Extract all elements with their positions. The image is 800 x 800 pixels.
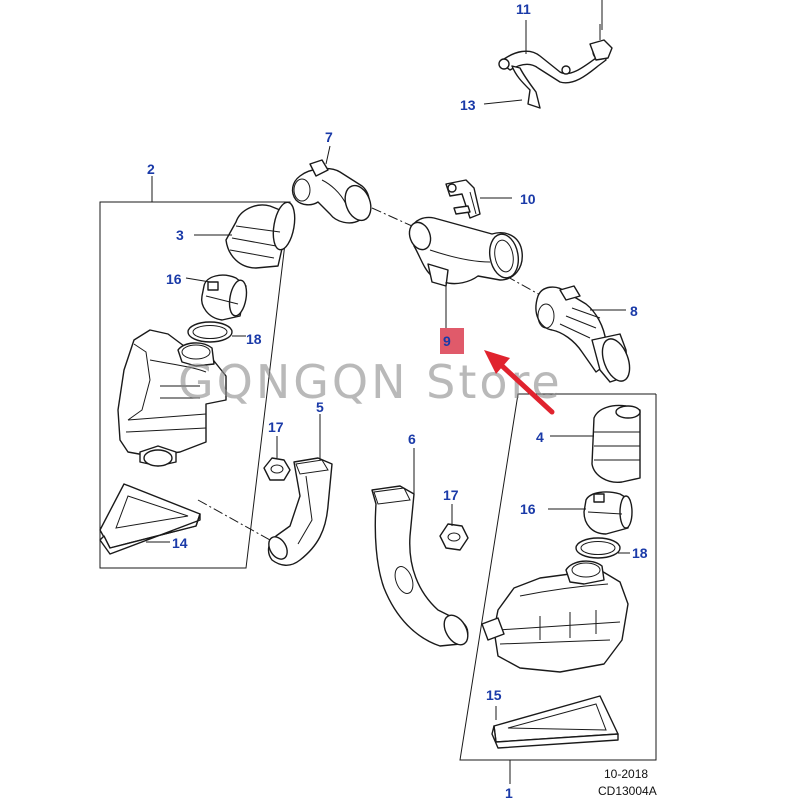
group-frame-2 <box>99 176 291 569</box>
footer-date: 10-2018 <box>604 767 648 781</box>
callout-7: 7 <box>325 129 333 145</box>
part-18-right-seal <box>575 537 621 559</box>
part-9-y-intake-pipe <box>408 216 523 287</box>
part-11-coolant-pipe <box>498 24 613 109</box>
part-16-right-sensor-housing <box>583 491 633 535</box>
callout-4: 4 <box>536 429 544 445</box>
callout-15: 15 <box>486 687 502 703</box>
callout-16-left: 16 <box>166 271 182 287</box>
leader-16-left <box>185 277 211 283</box>
callout-6: 6 <box>408 431 416 447</box>
part-14-left-filter-element <box>99 483 201 555</box>
callout-11: 11 <box>516 1 531 17</box>
centerline-7-9 <box>371 207 413 227</box>
footer-code: CD13004A <box>598 784 657 798</box>
callout-5: 5 <box>316 399 324 415</box>
callout-14: 14 <box>172 535 188 551</box>
callout-8: 8 <box>630 303 638 319</box>
callout-10: 10 <box>520 191 536 207</box>
centerline-9-8 <box>505 275 543 297</box>
part-10-bracket <box>445 179 481 219</box>
part-7-intake-elbow <box>291 159 372 224</box>
part-18-left-seal <box>187 321 233 343</box>
part-6-right-intake-duct <box>371 485 469 647</box>
part-17-right-clamp <box>439 523 469 551</box>
highlight-box-9 <box>440 328 464 354</box>
callout-18-left: 18 <box>246 331 262 347</box>
callout-13: 13 <box>460 97 476 113</box>
part-8-right-intake-elbow <box>535 285 631 383</box>
leader-7 <box>325 145 331 165</box>
callout-17-right: 17 <box>443 487 459 503</box>
part-17-left-clamp <box>263 457 291 481</box>
part-15-right-filter-element <box>491 695 619 749</box>
callout-3: 3 <box>176 227 184 243</box>
callout-17-left: 17 <box>268 419 284 435</box>
red-arrow-pointer <box>484 350 555 415</box>
part-16-left-sensor-housing <box>201 274 248 321</box>
centerline-14 <box>197 499 271 541</box>
callout-16-right: 16 <box>520 501 536 517</box>
part-2-left-air-cleaner <box>117 329 227 467</box>
group-frame-1 <box>459 393 657 761</box>
callout-18-right: 18 <box>632 545 648 561</box>
callout-2: 2 <box>147 161 155 177</box>
callout-9: 9 <box>443 333 451 349</box>
part-3-mass-air-flow-tube <box>225 201 296 269</box>
part-4-right-mass-air-flow-tube <box>591 404 641 483</box>
leader-13 <box>483 99 523 105</box>
callout-1: 1 <box>505 785 513 800</box>
part-1-right-air-cleaner <box>481 560 629 673</box>
part-5-left-intake-duct <box>267 457 333 566</box>
